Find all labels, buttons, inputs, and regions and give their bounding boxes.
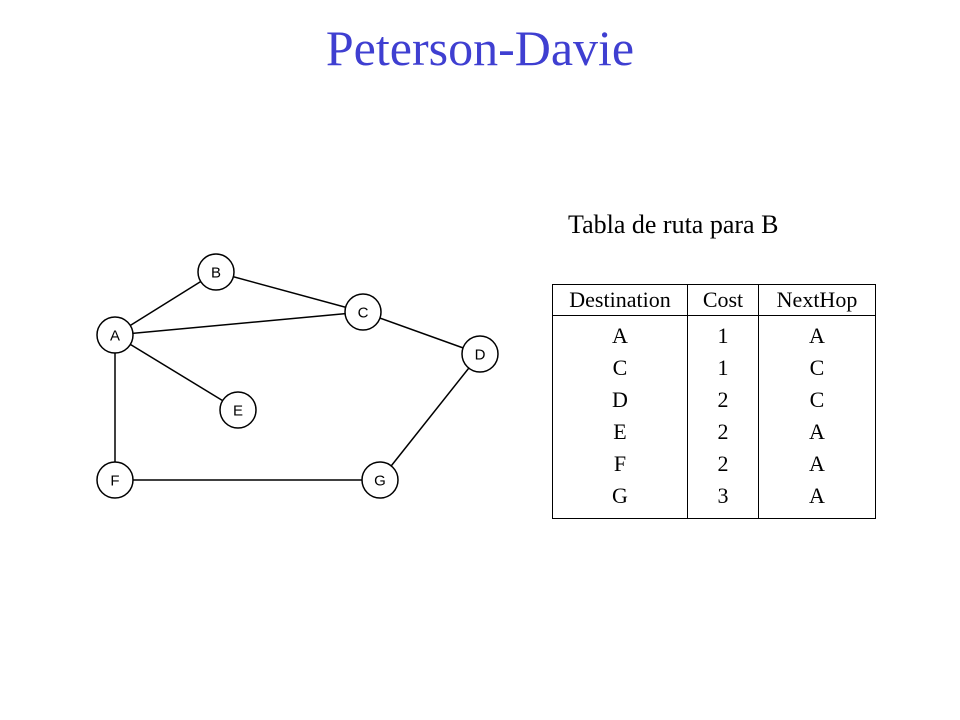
node-label: B [211, 265, 221, 282]
cell-destination: D [552, 384, 688, 416]
cell-cost: 2 [687, 416, 759, 448]
node-label: C [358, 305, 369, 322]
cell-nexthop: A [758, 315, 876, 352]
node-circle [219, 391, 257, 429]
node-label: G [374, 473, 386, 490]
node-d: D [461, 335, 499, 373]
edge-a-b [114, 271, 217, 336]
node-a: A [96, 316, 134, 354]
edge-c-d [362, 311, 481, 355]
node-label: E [233, 403, 243, 420]
cell-nexthop: C [758, 384, 876, 416]
cell-cost: 2 [687, 384, 759, 416]
cell-cost: 2 [687, 448, 759, 480]
cell-nexthop: C [758, 352, 876, 384]
routing-table-header-row: Destination Cost NextHop [552, 284, 876, 316]
cell-destination: C [552, 352, 688, 384]
header-cost: Cost [687, 284, 759, 316]
node-label: A [110, 328, 120, 345]
node-label: D [475, 347, 486, 364]
cell-destination: E [552, 416, 688, 448]
node-b: B [197, 253, 235, 291]
node-circle [96, 461, 134, 499]
cell-cost: 3 [687, 480, 759, 519]
node-g: G [361, 461, 399, 499]
node-circle [96, 316, 134, 354]
cell-destination: G [552, 480, 688, 519]
edge-b-c [215, 271, 364, 313]
node-f: F [96, 461, 134, 499]
slide-title: Peterson-Davie [325, 20, 635, 76]
edge-a-c [114, 311, 364, 336]
node-circle [461, 335, 499, 373]
cell-destination: A [552, 315, 688, 352]
node-e: E [219, 391, 257, 429]
cell-nexthop: A [758, 416, 876, 448]
graph-edges [114, 271, 481, 481]
header-nexthop: NextHop [758, 284, 876, 316]
node-circle [344, 293, 382, 331]
cell-cost: 1 [687, 352, 759, 384]
node-label: F [110, 473, 119, 490]
edge-d-g [379, 353, 481, 481]
cell-destination: F [552, 448, 688, 480]
cell-nexthop: A [758, 448, 876, 480]
node-c: C [344, 293, 382, 331]
cell-cost: 1 [687, 315, 759, 352]
edge-a-e [114, 334, 239, 411]
node-circle [197, 253, 235, 291]
node-circle [361, 461, 399, 499]
header-destination: Destination [552, 284, 688, 316]
cell-nexthop: A [758, 480, 876, 519]
routing-table-title: Tabla de ruta para B [568, 210, 779, 239]
graph-nodes: A B C D E F G [96, 253, 499, 499]
